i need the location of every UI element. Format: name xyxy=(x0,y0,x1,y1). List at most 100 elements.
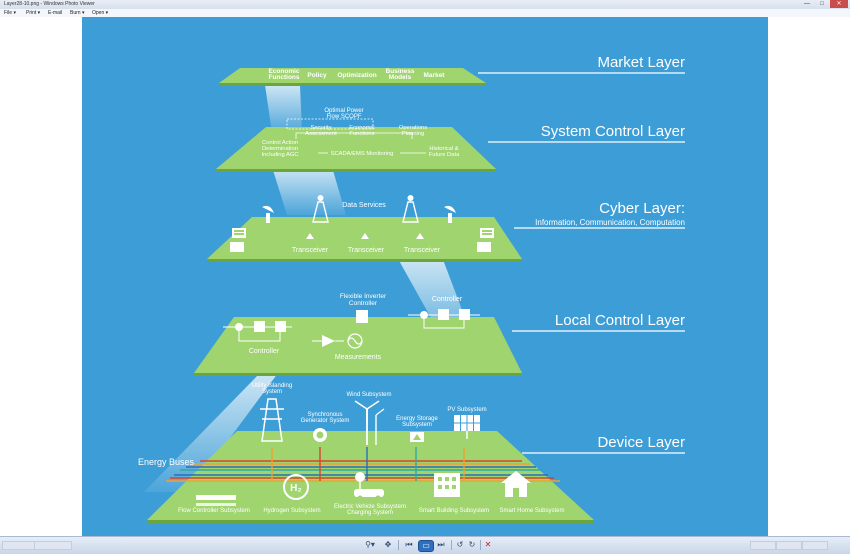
smart-building-label: Smart Building Subsystem xyxy=(419,508,489,514)
market-optimization-label: Optimization xyxy=(337,72,376,79)
toolbar-separator xyxy=(451,540,452,550)
close-button[interactable]: ✕ xyxy=(830,0,848,8)
rotate-ccw-button[interactable]: ↺ xyxy=(456,540,464,549)
generator-icon xyxy=(313,428,327,442)
opf-bracket xyxy=(286,118,374,130)
menu-print[interactable]: Print ▾ xyxy=(26,10,41,16)
transmission-tower-icon xyxy=(260,398,284,442)
zoom-button[interactable]: ⚲▾ xyxy=(365,540,375,549)
measurements-label: Measurements xyxy=(335,354,382,361)
battery-icon xyxy=(410,432,424,442)
beam-system-cyber xyxy=(272,167,346,215)
radio-tower-icon xyxy=(402,195,419,223)
controller-block-diagram xyxy=(223,321,292,342)
cyber-plane: Data Services xyxy=(207,195,522,262)
system-layer-title: System Control Layer xyxy=(541,123,685,140)
transceiver-label-2: Transceiver xyxy=(348,247,385,254)
toolbar-separator xyxy=(480,540,481,550)
flow-controller-icon xyxy=(196,495,236,506)
controller-block-diagram xyxy=(408,309,480,329)
maximize-button[interactable]: □ xyxy=(820,1,824,7)
viewer-toolbar: ⚲▾ ✥ ⏮ ▭ ⏭ ↺ ↻ ✕ xyxy=(0,536,850,554)
taskbar-stub xyxy=(776,541,802,550)
cyber-layer-title: Cyber Layer: xyxy=(599,200,685,217)
wind-label: Wind Subsystem xyxy=(346,392,391,398)
toolbar-separator xyxy=(398,540,399,550)
energy-bus-lines xyxy=(166,447,560,482)
actual-size-button[interactable]: ✥ xyxy=(384,540,392,549)
antenna-icon xyxy=(416,233,424,239)
computer-icon xyxy=(230,242,244,252)
historical-label: Historical &Future Data xyxy=(429,146,460,158)
scada-label: SCADA/EMS Monitoring xyxy=(331,151,394,157)
ev-charging-icon xyxy=(354,472,384,501)
rotate-cw-button[interactable]: ↻ xyxy=(468,540,476,549)
slideshow-button[interactable]: ▭ xyxy=(418,540,434,552)
menu-open[interactable]: Open ▾ xyxy=(92,10,109,16)
taskbar-stub xyxy=(34,541,72,550)
satellite-dish-icon xyxy=(444,205,456,223)
pv-label: PV Subsystem xyxy=(447,407,486,413)
smart-home-label: Smart Home Subsystem xyxy=(499,508,564,514)
local-layer-title: Local Control Layer xyxy=(555,312,685,329)
svg-text:H₂: H₂ xyxy=(290,483,302,494)
controller-label-left: Controller xyxy=(249,348,280,355)
amplifier-icon xyxy=(312,335,344,347)
next-button[interactable]: ⏭ xyxy=(437,540,445,549)
antenna-icon xyxy=(361,233,369,239)
radio-tower-icon xyxy=(312,195,329,223)
computer-icon xyxy=(477,242,491,252)
controller-label-right: Controller xyxy=(432,296,463,303)
transceiver-label-1: Transceiver xyxy=(292,247,329,254)
beam-market-system xyxy=(265,85,302,133)
smart-building-icon xyxy=(434,473,460,497)
transceiver-label-3: Transceiver xyxy=(404,247,441,254)
device-layer-title: Device Layer xyxy=(597,434,685,451)
taskbar-stub xyxy=(802,541,828,550)
system-connector xyxy=(295,132,413,139)
taskbar-stub xyxy=(2,541,36,550)
menu-burn[interactable]: Burn ▾ xyxy=(70,10,85,16)
minimize-button[interactable]: — xyxy=(804,1,810,7)
smart-home-icon xyxy=(501,471,531,497)
solar-panel-icon xyxy=(454,415,480,439)
computer-icon xyxy=(480,228,494,238)
inverter-icon xyxy=(356,310,368,323)
energy-buses-label: Energy Buses xyxy=(138,457,195,467)
delete-button[interactable]: ✕ xyxy=(484,540,492,549)
flow-controller-label: Flow Controller Subsystem xyxy=(178,508,250,514)
menu-email[interactable]: E-mail xyxy=(48,10,63,16)
market-market-label: Market xyxy=(424,72,446,79)
taskbar-stub xyxy=(750,541,776,550)
data-services-label: Data Services xyxy=(342,202,386,209)
previous-button[interactable]: ⏮ xyxy=(405,540,413,549)
cyber-layer-subtitle: Information, Communication, Computation xyxy=(535,218,685,227)
menu-file[interactable]: File ▾ xyxy=(4,10,16,16)
market-policy-label: Policy xyxy=(307,72,327,79)
computer-icon xyxy=(232,228,246,238)
window-title: Layer28-10.png - Windows Photo Viewer xyxy=(4,1,95,7)
wind-turbine-icon xyxy=(354,400,385,445)
satellite-dish-icon xyxy=(262,205,274,223)
antenna-icon xyxy=(306,233,314,239)
beam-local-device xyxy=(144,373,278,492)
